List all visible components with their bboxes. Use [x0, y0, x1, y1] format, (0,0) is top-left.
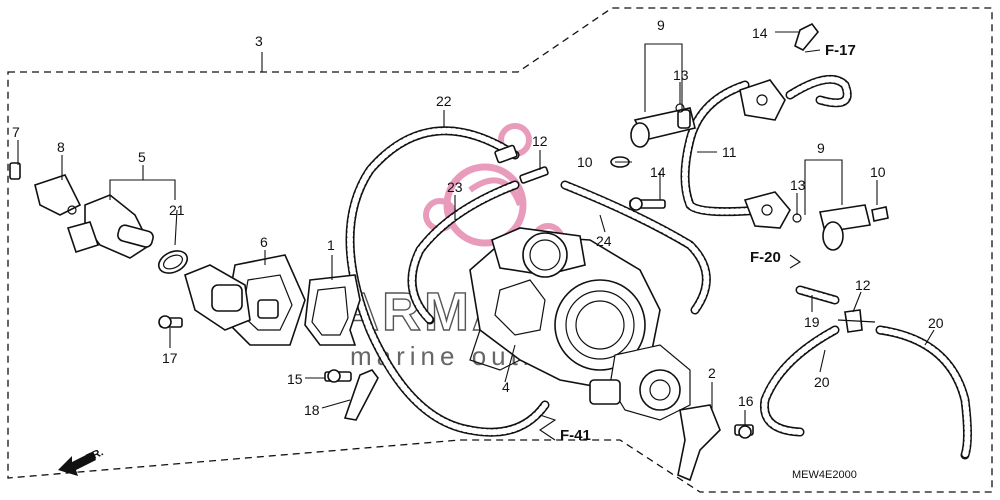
screw-7	[9, 162, 21, 180]
callout-9-top: 9	[657, 17, 665, 33]
iacv-5	[66, 194, 154, 259]
hose-20-right	[875, 325, 972, 460]
callout-11: 11	[722, 144, 737, 160]
bolt-16	[734, 424, 754, 439]
callout-6: 6	[260, 234, 268, 250]
fitting-12-right	[837, 309, 876, 333]
hose-23	[407, 180, 520, 325]
callout-10-right: 10	[870, 164, 886, 180]
callout-13-right: 13	[790, 177, 806, 193]
bracket-18	[343, 369, 379, 421]
callout-14-top: 14	[752, 25, 768, 41]
bolt-17	[158, 315, 183, 329]
callout-8: 8	[57, 139, 65, 155]
injector-9-top	[630, 107, 696, 148]
callout-7: 7	[12, 124, 20, 140]
callout-12-top: 12	[532, 133, 548, 149]
front-direction-label: FR.	[84, 446, 105, 464]
callout-22: 22	[436, 93, 452, 109]
fuel-joint-right	[743, 191, 791, 229]
housing-6	[184, 264, 251, 331]
injector-9-right	[819, 204, 871, 251]
callout-24: 24	[596, 233, 612, 249]
throttle-body	[469, 227, 691, 421]
o-ring-13-right	[792, 213, 802, 223]
callout-19: 19	[804, 314, 820, 330]
bolt-14-top	[794, 22, 820, 51]
callout-5: 5	[138, 149, 146, 165]
ref-f-41: F-41	[560, 427, 591, 444]
callout-3: 3	[255, 33, 263, 49]
callout-12-right: 12	[855, 277, 871, 293]
callout-2: 2	[708, 365, 716, 381]
callout-13-top: 13	[673, 67, 689, 83]
hose-20-left	[759, 325, 840, 437]
gasket-1	[304, 274, 361, 346]
callout-21: 21	[169, 202, 185, 218]
hose-24	[560, 180, 711, 315]
hose-19	[795, 285, 840, 305]
callout-18: 18	[304, 402, 320, 418]
callout-4: 4	[502, 379, 510, 395]
assembly-border	[7, 7, 993, 493]
o-ring-21	[157, 250, 189, 274]
callout-20-right: 20	[928, 315, 944, 331]
callout-17: 17	[162, 350, 178, 366]
bracket-8	[34, 174, 82, 216]
bolt-14-mid	[629, 197, 666, 211]
bracket-2	[677, 404, 721, 482]
ref-f-17: F-17	[825, 42, 856, 59]
fuel-joint-top	[739, 79, 786, 121]
seal-10-right	[871, 206, 889, 222]
fitting-12-top	[494, 144, 549, 184]
callout-15: 15	[287, 371, 303, 387]
callout-16: 16	[738, 393, 754, 409]
hose-22	[345, 126, 550, 437]
fuel-hose-11	[680, 74, 852, 217]
callout-14-mid: 14	[650, 164, 666, 180]
leader-lines	[17, 31, 935, 441]
callout-9-right: 9	[817, 140, 825, 156]
bolt-15	[324, 369, 352, 383]
figure-code: MEW4E2000	[792, 469, 857, 481]
ref-f-20: F-20	[750, 249, 781, 266]
callout-1: 1	[327, 237, 335, 253]
callout-23: 23	[447, 179, 463, 195]
callout-10-top: 10	[577, 154, 593, 170]
callout-20-left: 20	[814, 374, 830, 390]
